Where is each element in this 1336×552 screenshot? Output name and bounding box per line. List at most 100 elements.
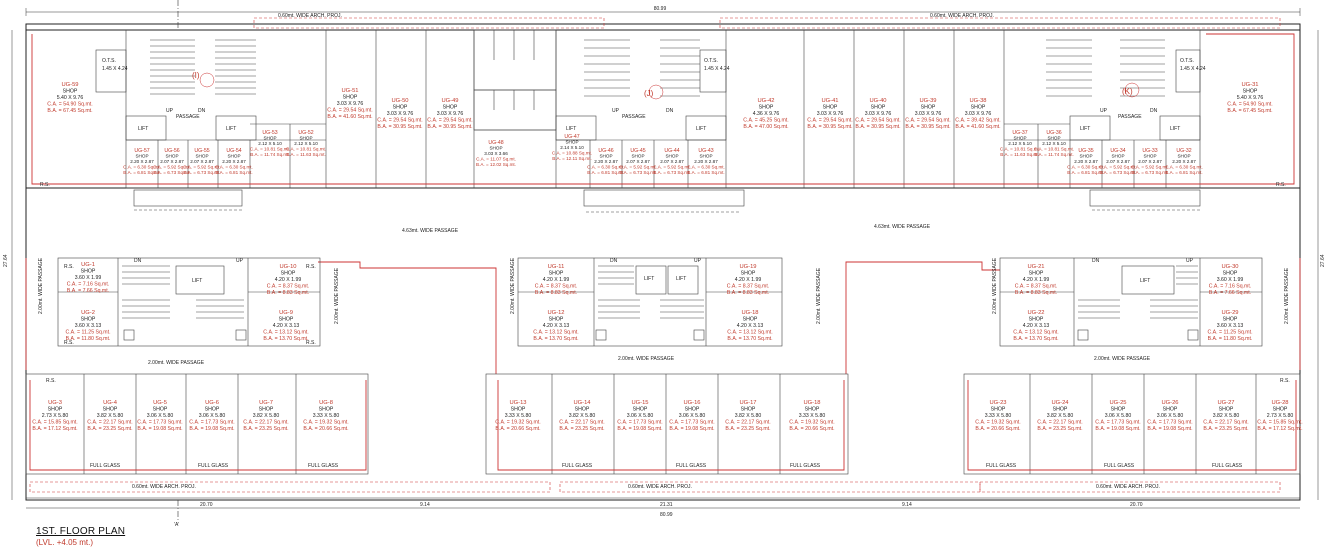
unit-built-area: B.A. = 20.66 Sq.mt. xyxy=(303,426,348,432)
unit-carpet-area: C.A. = 5.92 Sq.mt. xyxy=(1131,165,1169,170)
unit-id: UG-17 xyxy=(739,400,756,406)
unit-dimension: 2.07 X 2.87 xyxy=(660,159,684,164)
unit-type-label: SHOP xyxy=(153,407,168,413)
unit-type-label: SHOP xyxy=(599,154,612,159)
unit-built-area: B.A. = 12.02 Sq.mt. xyxy=(476,162,516,167)
unit-type-label: SHOP xyxy=(549,317,564,323)
unit-type-label: SHOP xyxy=(343,95,358,101)
unit-dimension: 3.60 X 3.13 xyxy=(1217,323,1244,329)
ots-label-2: O.T.S. xyxy=(704,58,718,64)
core-label-i: (I) xyxy=(192,71,200,80)
unit-built-area: B.A. = 30.95 Sq.mt. xyxy=(905,124,950,130)
unit-carpet-area: C.A. = 10.88 Sq.mt. xyxy=(552,151,592,156)
passage-small-2: PASSAGE xyxy=(622,114,646,120)
side-passage-label-2: 2.00mt. WIDE PASSAGE xyxy=(334,267,340,324)
unit-built-area: B.A. = 6.81 Sq.mt. xyxy=(1165,170,1202,175)
unit-carpet-area: C.A. = 29.54 Sq.mt. xyxy=(807,118,852,124)
unit-id: UG-45 xyxy=(630,148,645,154)
unit-built-area: B.A. = 6.73 Sq.mt. xyxy=(653,170,690,175)
unit-built-area: B.A. = 67.45 Sq.mt. xyxy=(1227,108,1272,114)
unit-type-label: SHOP xyxy=(633,407,648,413)
full-glass-label-5: FULL GLASS xyxy=(676,463,707,469)
unit-dimension: 3.06 X 5.80 xyxy=(627,413,654,419)
arch-proj-bottom-right: 0.60mt. WIDE ARCH. PROJ. xyxy=(1096,484,1160,490)
unit-id: UG-2 xyxy=(81,310,95,316)
unit-id: UG-53 xyxy=(262,130,277,136)
rs-label-3: R.S. xyxy=(306,264,316,270)
unit-dimension: 3.60 X 3.13 xyxy=(75,323,102,329)
building-structure xyxy=(11,0,1319,520)
unit-built-area: B.A. = 6.73 Sq.mt. xyxy=(153,170,190,175)
unit-dimension: 4.36 X 9.76 xyxy=(753,111,780,117)
unit-dimension: 2.07 X 2.87 xyxy=(626,159,650,164)
unit-id: UG-42 xyxy=(757,98,774,104)
unit-carpet-area: C.A. = 5.92 Sq.mt. xyxy=(1099,165,1137,170)
unit-type-label: SHOP xyxy=(685,407,700,413)
unit-dimension: 3.82 X 5.80 xyxy=(97,413,124,419)
unit-dimension: 5.40 X 9.76 xyxy=(57,95,84,101)
unit-type-label: SHOP xyxy=(805,407,820,413)
unit-id: UG-46 xyxy=(598,148,613,154)
bottom-dim-4: 9.14 xyxy=(902,502,912,508)
unit-carpet-area: C.A. = 13.12 Sq.mt. xyxy=(533,330,578,336)
unit-id: UG-21 xyxy=(1027,264,1044,270)
unit-dimension: 2.12 X 5.10 xyxy=(258,141,282,146)
unit-type-label: SHOP xyxy=(511,407,526,413)
unit-id: UG-1 xyxy=(81,262,95,268)
unit-id: UG-49 xyxy=(441,98,458,104)
unit-type-label: SHOP xyxy=(921,105,936,111)
unit-built-area: B.A. = 8.83 Sq.mt. xyxy=(727,290,769,296)
unit-dimension: 2.20 X 2.87 xyxy=(130,159,154,164)
mid-passage-label-right: 2.00mt. WIDE PASSAGE xyxy=(1094,356,1151,362)
unit-carpet-area: C.A. = 5.92 Sq.mt. xyxy=(183,165,221,170)
unit-type-label: SHOP xyxy=(1223,317,1238,323)
unit-type-label: SHOP xyxy=(1163,407,1178,413)
unit-built-area: B.A. = 23.25 Sq.mt. xyxy=(87,426,132,432)
unit-id: UG-40 xyxy=(869,98,886,104)
unit-built-area: B.A. = 47.00 Sq.mt. xyxy=(743,124,788,130)
unit-type-label: SHOP xyxy=(1013,136,1026,141)
lift-label-mid-1: LIFT xyxy=(192,278,202,284)
full-glass-label-1: FULL GLASS xyxy=(90,463,121,469)
unit-dimension: 2.07 X 2.87 xyxy=(160,159,184,164)
unit-built-area: B.A. = 23.25 Sq.mt. xyxy=(1203,426,1248,432)
unit-carpet-area: C.A. = 19.32 Sq.mt. xyxy=(789,420,834,426)
unit-id: UG-38 xyxy=(969,98,986,104)
arch-proj-bottom-left: 0.60mt. WIDE ARCH. PROJ. xyxy=(132,484,196,490)
unit-built-area: B.A. = 8.83 Sq.mt. xyxy=(535,290,577,296)
stair-up-2: UP xyxy=(612,108,620,114)
unit-carpet-area: C.A. = 5.92 Sq.mt. xyxy=(619,165,657,170)
unit-built-area: B.A. = 6.81 Sq.mt. xyxy=(123,170,160,175)
lift-label-3: LIFT xyxy=(566,126,576,132)
unit-dimension: 3.03 X 9.76 xyxy=(865,111,892,117)
rs-label-8: R.S. xyxy=(1280,378,1290,384)
unit-id: UG-12 xyxy=(547,310,564,316)
unit-dimension: 2.73 X 5.80 xyxy=(42,413,69,419)
unit-id: UG-30 xyxy=(1221,264,1238,270)
unit-carpet-area: C.A. = 54.90 Sq.mt. xyxy=(47,102,92,108)
unit-carpet-area: C.A. = 13.12 Sq.mt. xyxy=(1013,330,1058,336)
unit-built-area: B.A. = 6.73 Sq.mt. xyxy=(183,170,220,175)
unit-built-area: B.A. = 6.73 Sq.mt. xyxy=(1099,170,1136,175)
unit-id: UG-18 xyxy=(803,400,820,406)
unit-id: UG-23 xyxy=(989,400,1006,406)
unit-built-area: B.A. = 30.95 Sq.mt. xyxy=(427,124,472,130)
unit-carpet-area: C.A. = 29.54 Sq.mt. xyxy=(377,118,422,124)
unit-carpet-area: C.A. = 6.30 Sq.mt. xyxy=(215,165,253,170)
unit-dimension: 4.20 X 3.13 xyxy=(737,323,764,329)
unit-built-area: B.A. = 11.80 Sq.mt. xyxy=(66,336,111,342)
stair-dn-3: DN xyxy=(1150,108,1158,114)
unit-built-area: B.A. = 17.12 Sq.mt. xyxy=(1257,426,1302,432)
rs-label-2: R.S. xyxy=(64,340,74,346)
unit-id: UG-54 xyxy=(226,148,241,154)
unit-built-area: B.A. = 19.08 Sq.mt. xyxy=(137,426,182,432)
unit-type-label: SHOP xyxy=(443,105,458,111)
ots-dim-1: 1.45 X 4.24 xyxy=(102,66,128,72)
full-glass-label-8: FULL GLASS xyxy=(1104,463,1135,469)
unit-carpet-area: C.A. = 17.73 Sq.mt. xyxy=(1095,420,1140,426)
unit-carpet-area: C.A. = 54.90 Sq.mt. xyxy=(1227,102,1272,108)
unit-carpet-area: C.A. = 8.37 Sq.mt. xyxy=(727,284,770,290)
unit-built-area: B.A. = 7.66 Sq.mt. xyxy=(1209,290,1251,296)
unit-built-area: B.A. = 67.45 Sq.mt. xyxy=(47,108,92,114)
unit-dimension: 2.07 X 2.87 xyxy=(1106,159,1130,164)
